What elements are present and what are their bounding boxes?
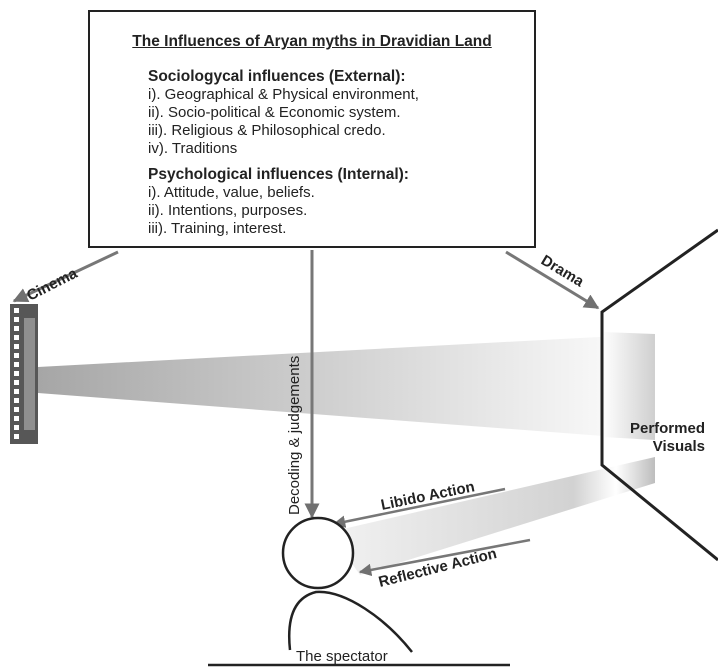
internal-heading: Psychological influences (Internal): [148,166,409,183]
internal-influences: Psychological influences (Internal): i).… [148,166,409,238]
drama-stage-frame [600,228,718,562]
external-influences: Sociologycal influences (External): i). … [148,68,419,158]
cinema-arrow [12,250,119,303]
internal-item: ii). Intentions, purposes. [148,202,308,219]
spectator-label: The spectator [296,648,388,665]
external-item: iii). Religious & Philosophical credo. [148,122,386,139]
libido-action-arrow [332,487,506,528]
external-heading: Sociologycal influences (External): [148,68,406,85]
sprocket-hole [14,371,19,376]
box-title: The Influences of Aryan myths in Dravidi… [132,33,492,50]
stage-light-beam [602,332,655,440]
cinema-projection-beam [38,334,655,440]
sprocket-hole [14,335,19,340]
sprocket-hole [14,389,19,394]
drama-arrow [505,250,600,310]
decoding-label: Decoding & judgements [286,356,303,515]
performed-visuals-label-line1: Performed [630,420,705,437]
external-item: iv). Traditions [148,140,238,157]
sprocket-hole [14,308,19,313]
sprocket-hole [14,434,19,439]
external-item: ii). Socio-political & Economic system. [148,104,401,121]
sprocket-hole [14,407,19,412]
sprocket-hole [14,398,19,403]
reflective-action-arrow [358,538,531,577]
cinema-label: Cinema [24,265,81,305]
sprocket-hole [14,344,19,349]
sprocket-hole [14,317,19,322]
performed-visuals-beam [330,457,655,575]
sprocket-hole [14,425,19,430]
sprocket-hole [14,326,19,331]
sprocket-hole [14,380,19,385]
film-strip-icon [10,304,38,444]
internal-item: i). Attitude, value, beliefs. [148,184,315,201]
spectator-figure-icon [208,516,510,667]
external-item: i). Geographical & Physical environment, [148,86,419,103]
performed-visuals-label-line2: Visuals [653,438,705,455]
sprocket-hole [14,353,19,358]
influences-box: The Influences of Aryan myths in Dravidi… [88,10,536,248]
sprocket-hole [14,362,19,367]
internal-item: iii). Training, interest. [148,220,287,237]
sprocket-hole [14,416,19,421]
